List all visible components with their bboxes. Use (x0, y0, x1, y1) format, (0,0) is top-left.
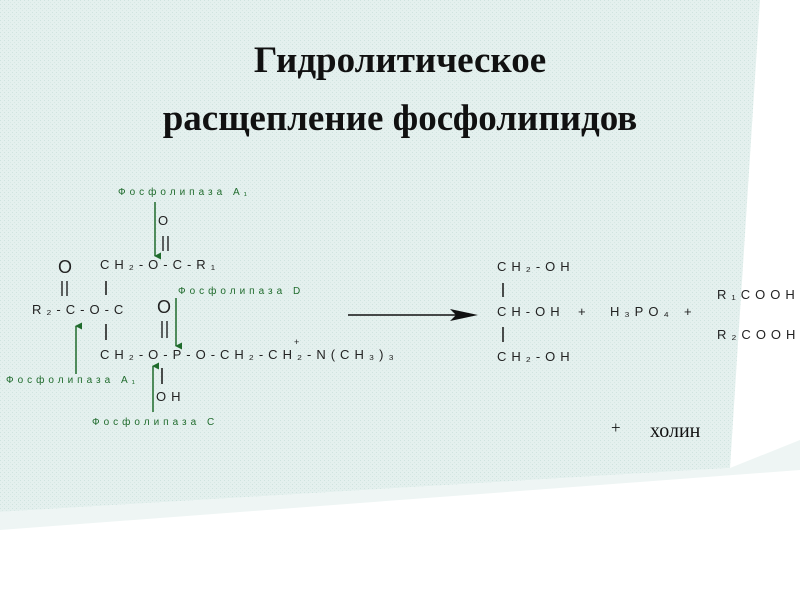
reactant-row1: CH₂-O-C-R₁ (100, 257, 221, 272)
fatty-acid-r2: R₂COOH (717, 327, 800, 342)
plus-sign-2: + (684, 304, 697, 319)
phosphate-oh: OH (156, 389, 186, 404)
carbonyl-oxygen-top: O (158, 213, 169, 228)
enzyme-label-c: Фосфолипаза С (92, 417, 219, 428)
reactant-row2: R₂-C-O-C (32, 302, 129, 317)
enzyme-label-d: Фосфолипаза D (178, 286, 305, 297)
phosphoryl-oxygen: O (157, 297, 172, 317)
choline-label: холин (650, 420, 701, 442)
enzyme-label-a1-bottom: Фосфолипаза А₁ (6, 375, 139, 386)
slide-title-line2: расщепление фосфолипидов (162, 98, 638, 139)
glycerol-row3: CH₂-OH (497, 349, 575, 364)
plus-sign-1: + (578, 304, 591, 319)
reactant-row3: CH₂-O-P-O-CH₂-CH₂-N(CH₃)₃ (100, 347, 399, 362)
glycerol-row1: CH₂-OH (497, 259, 575, 274)
phosphoric-acid: H₃PO₄ (610, 304, 674, 319)
slide-title-line1: Гидролитическое (253, 40, 547, 81)
carbonyl-oxygen-left: O (58, 257, 73, 277)
glycerol-row2: CH-OH (497, 304, 565, 319)
nitrogen-charge: + (294, 337, 300, 347)
enzyme-label-a1-top: Фосфолипаза А₁ (118, 187, 251, 198)
plus-sign-choline: + (611, 418, 621, 437)
fatty-acid-r1: R₁COOH (717, 287, 800, 302)
